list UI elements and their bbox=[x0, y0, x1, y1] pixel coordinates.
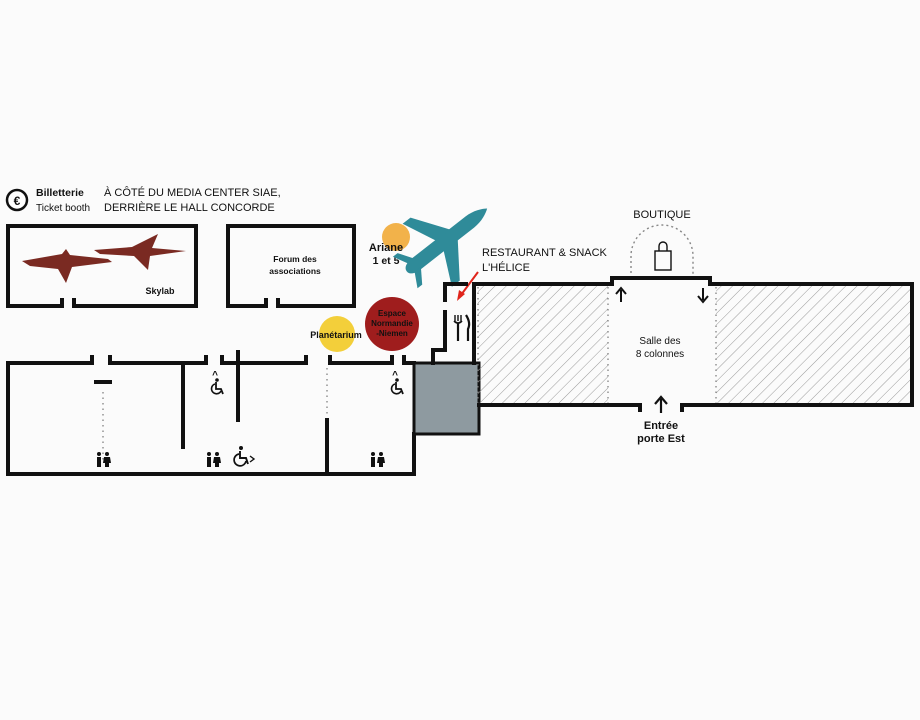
marker-espace-normandie-niemen: Espace Normandie -Niemen bbox=[365, 297, 419, 351]
espace-label-1: Espace bbox=[378, 309, 407, 318]
entrance-label-1: Entrée bbox=[644, 420, 678, 432]
marker-planetarium: Planétarium bbox=[310, 316, 362, 352]
room-boutique: BOUTIQUE bbox=[610, 209, 712, 280]
ariane-dot bbox=[382, 223, 410, 251]
right-wing: Salle des 8 colonnes Entrée porte Est bbox=[472, 276, 914, 445]
espace-label-3: -Niemen bbox=[376, 329, 408, 338]
ariane-label-1: Ariane bbox=[369, 242, 403, 254]
ticket-subtitle: Ticket booth bbox=[36, 203, 90, 214]
concorde-icon bbox=[22, 249, 112, 283]
espace-dot bbox=[365, 297, 419, 351]
room-skylab: Skylab bbox=[6, 224, 198, 308]
espace-label-2: Normandie bbox=[371, 319, 413, 328]
room-label-salle-1: Salle des bbox=[639, 336, 680, 347]
pointer-arrow bbox=[460, 271, 479, 296]
airplane-icon bbox=[392, 208, 488, 289]
room-label-skylab: Skylab bbox=[145, 286, 175, 296]
marker-ariane: Ariane 1 et 5 bbox=[369, 223, 410, 267]
cutlery-icon bbox=[453, 314, 471, 341]
ticket-location-line2: DERRIÈRE LE HALL CONCORDE bbox=[104, 201, 275, 214]
boutique-label: BOUTIQUE bbox=[633, 209, 690, 221]
arrow-up-icon bbox=[654, 395, 668, 413]
restaurant-label: RESTAURANT & SNACK L'HÉLICE bbox=[457, 247, 608, 301]
ticket-booth-legend: € Billetterie Ticket booth À CÔTÉ DU MED… bbox=[5, 186, 281, 214]
concorde-icon bbox=[94, 234, 186, 270]
room-forum: Forum des associations bbox=[226, 224, 356, 308]
toilets-icon bbox=[207, 452, 221, 467]
svg-text:^: ^ bbox=[392, 370, 398, 381]
restaurant-label-1: RESTAURANT & SNACK bbox=[482, 247, 608, 259]
room-label-forum-1: Forum des bbox=[273, 254, 317, 264]
arrow-up-icon bbox=[615, 286, 627, 302]
restaurant-corridor bbox=[431, 282, 476, 365]
planetarium-label: Planétarium bbox=[310, 330, 362, 340]
lower-hall bbox=[6, 350, 416, 476]
ticket-title: Billetterie bbox=[36, 187, 84, 199]
ariane-label-2: 1 et 5 bbox=[373, 255, 400, 267]
euro-icon bbox=[5, 188, 29, 212]
room-label-forum-2: associations bbox=[269, 266, 321, 276]
wheelchair-icon: ^ bbox=[210, 370, 224, 395]
planetarium-dot bbox=[319, 316, 355, 352]
arrow-down-icon bbox=[697, 288, 709, 304]
entrance-label-2: porte Est bbox=[637, 433, 685, 445]
ticket-location-line1: À CÔTÉ DU MEDIA CENTER SIAE, bbox=[104, 186, 281, 199]
wheelchair-icon: ^ bbox=[390, 370, 404, 395]
restaurant-label-2: L'HÉLICE bbox=[482, 261, 530, 274]
wheelchair-icon bbox=[233, 446, 256, 467]
euro-symbol: € bbox=[14, 194, 21, 208]
room-label-salle-2: 8 colonnes bbox=[636, 349, 684, 360]
svg-text:^: ^ bbox=[212, 370, 218, 381]
grey-block bbox=[412, 361, 481, 436]
shopping-bag-icon bbox=[654, 241, 672, 271]
toilets-icon bbox=[97, 452, 111, 467]
toilets-icon bbox=[371, 452, 385, 467]
